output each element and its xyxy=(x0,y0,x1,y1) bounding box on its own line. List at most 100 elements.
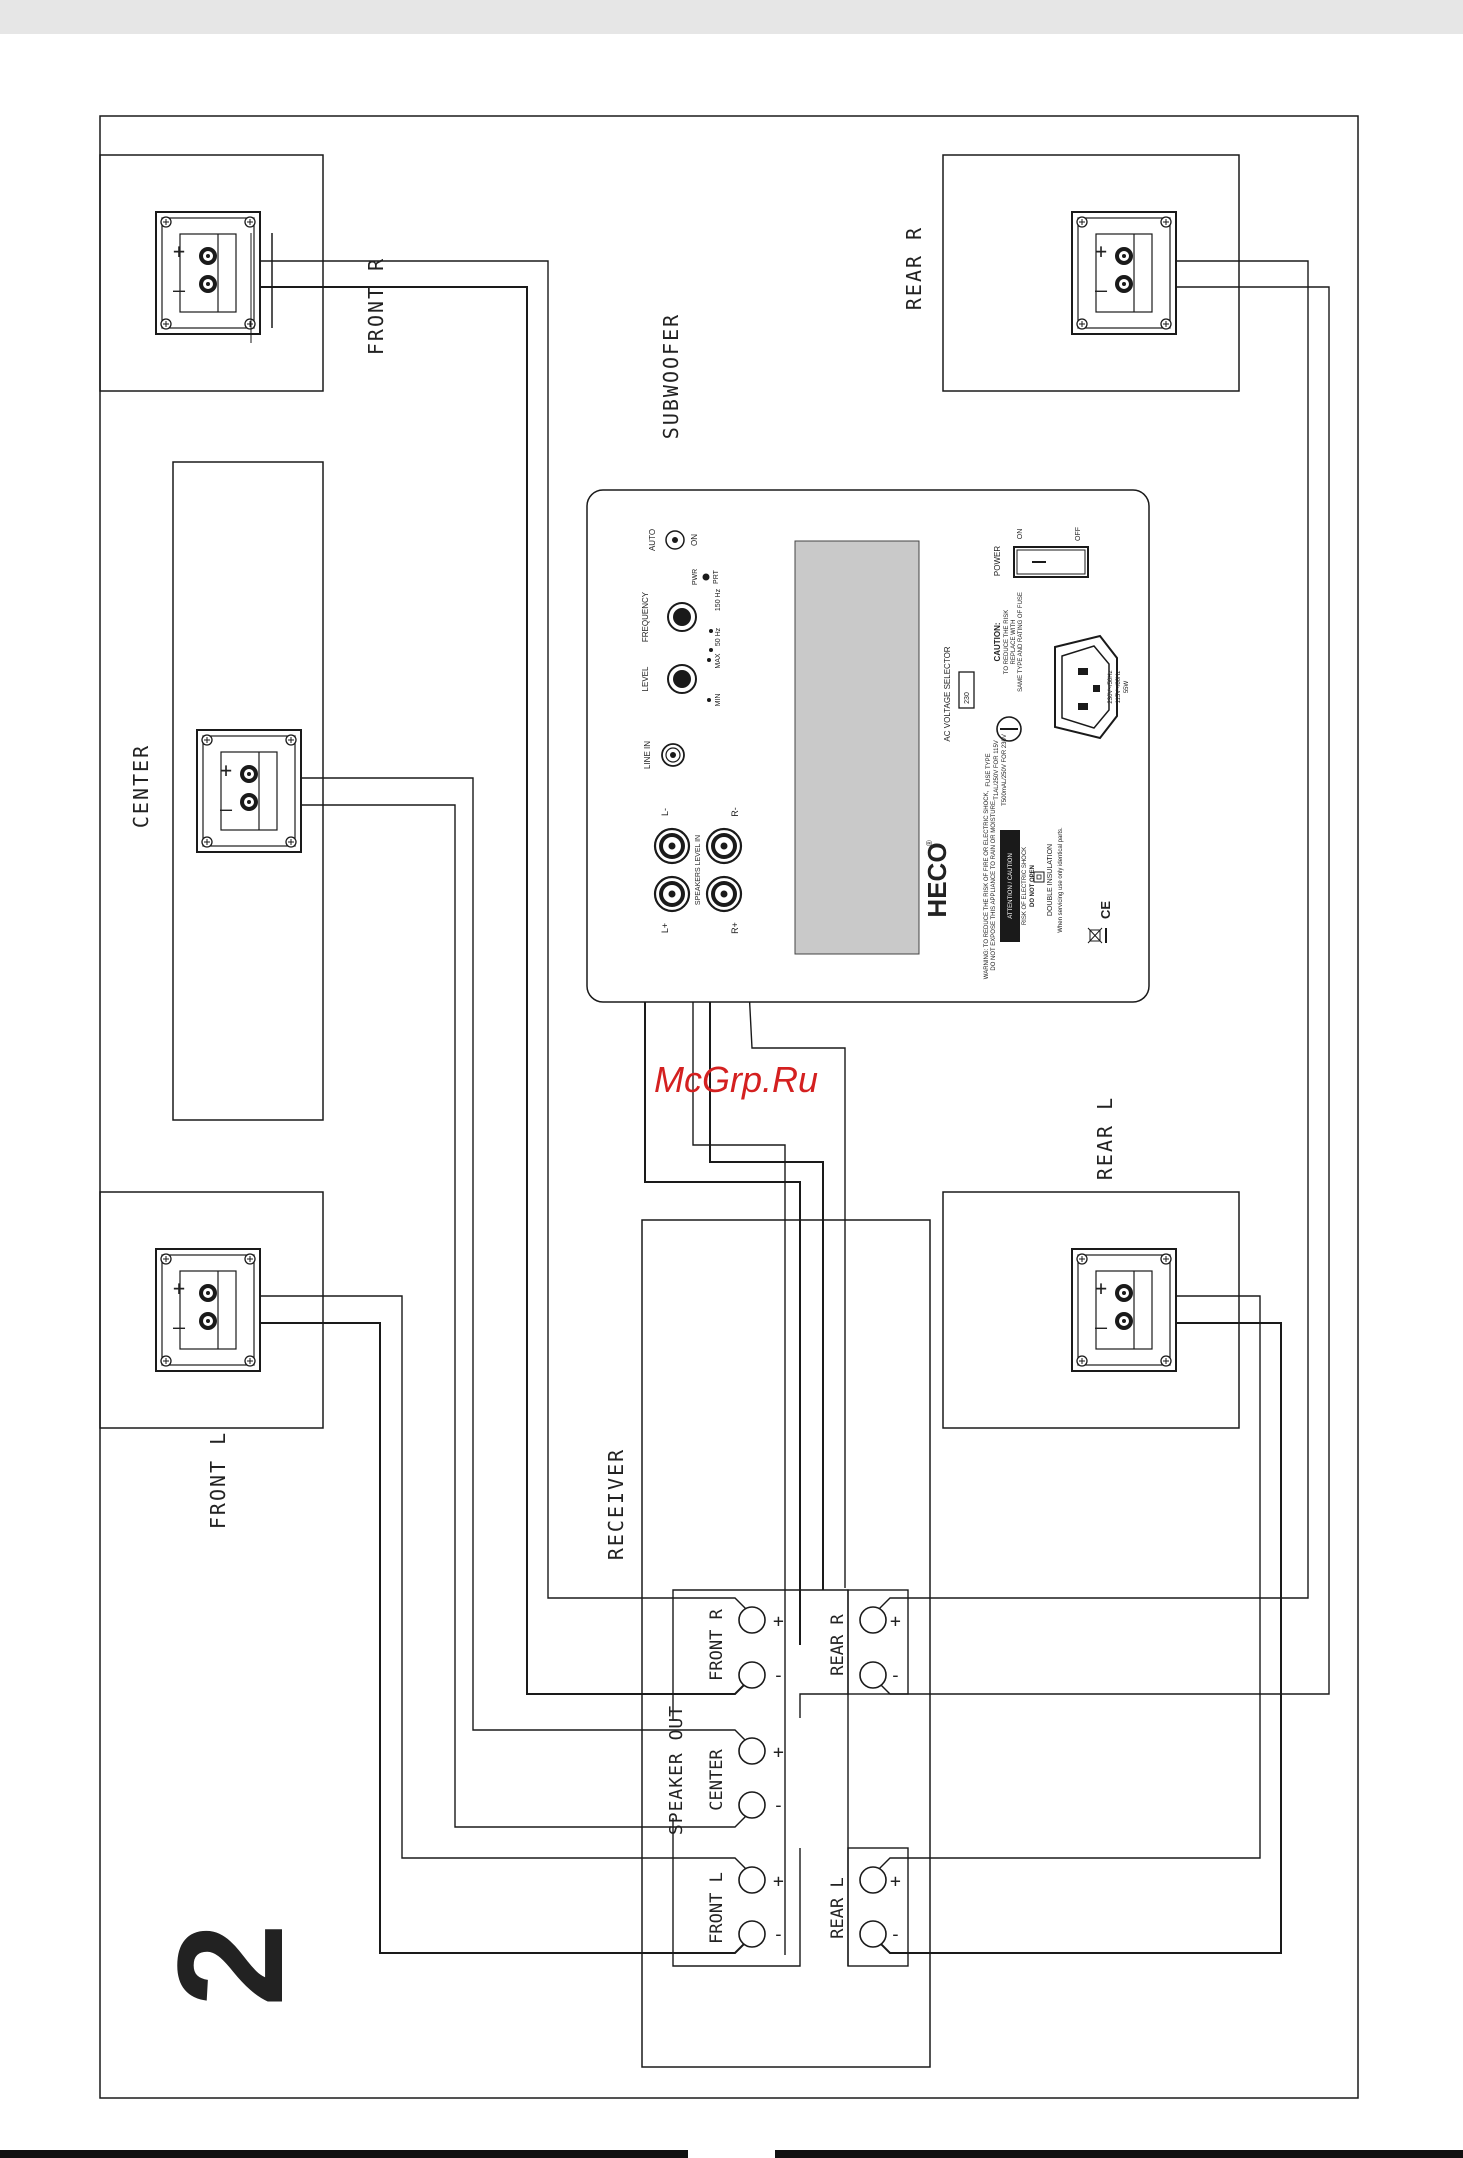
rx-center-plus[interactable] xyxy=(738,1737,766,1765)
rear-l-label: REAR L xyxy=(1093,1096,1117,1180)
fuse-holder xyxy=(996,716,1022,742)
svg-text:+: + xyxy=(773,1871,784,1892)
svg-text:®: ® xyxy=(925,840,934,846)
svg-text:L+: L+ xyxy=(660,923,670,933)
wire-rear-l-minus xyxy=(869,1322,1282,1954)
svg-text:PRT: PRT xyxy=(713,569,720,584)
front-l-minus-sign: – xyxy=(173,1315,186,1339)
wire-front-l-minus xyxy=(217,1322,756,1954)
front-l-plus-sign: + xyxy=(173,1276,185,1300)
svg-text:ON: ON xyxy=(690,534,699,546)
wire-center-plus xyxy=(265,777,756,1751)
svg-text:FUSE TYPE: FUSE TYPE xyxy=(986,753,992,786)
rx-front-l-minus[interactable] xyxy=(738,1920,766,1948)
speaker-front-r: + – FRONT R xyxy=(99,154,388,392)
rx-rear-l-plus[interactable] xyxy=(859,1866,887,1894)
jack-l-plus[interactable] xyxy=(653,875,691,913)
wire-rear-r-plus xyxy=(869,260,1309,1619)
rx-rear-l-minus[interactable] xyxy=(859,1920,887,1948)
frequency-knob[interactable] xyxy=(667,602,697,632)
line-in-jack[interactable] xyxy=(661,743,685,767)
svg-text:55W: 55W xyxy=(1124,680,1130,693)
receiver-rear-r-label: REAR R xyxy=(828,1614,848,1676)
svg-text:POWER: POWER xyxy=(993,546,1002,576)
wire-front-l-plus xyxy=(217,1295,756,1879)
svg-text:50 Hz: 50 Hz xyxy=(715,627,722,646)
svg-text:R+: R+ xyxy=(730,922,740,934)
voltage-selector[interactable] xyxy=(958,671,975,709)
power-switch[interactable] xyxy=(1013,546,1089,578)
svg-text:+: + xyxy=(773,1611,784,1632)
svg-text:FREQUENCY: FREQUENCY xyxy=(641,591,650,642)
rx-front-r-plus[interactable] xyxy=(738,1606,766,1634)
rx-rear-r-minus[interactable] xyxy=(859,1661,887,1689)
svg-text:HECO: HECO xyxy=(922,842,952,917)
svg-text:DOUBLE INSULATION: DOUBLE INSULATION xyxy=(1047,844,1054,916)
receiver-front-l-label: FRONT L xyxy=(707,1872,727,1944)
svg-text:TO REDUCE THE RISK: TO REDUCE THE RISK xyxy=(1004,610,1010,674)
speaker-rear-r: + – REAR R xyxy=(902,154,1240,392)
weee-icon xyxy=(1087,927,1107,944)
svg-text:SAME TYPE AND RATING OF FUSE: SAME TYPE AND RATING OF FUSE xyxy=(1018,592,1024,692)
svg-text:-: - xyxy=(890,1665,901,1686)
svg-text:When servicing use only identi: When servicing use only identical parts. xyxy=(1058,827,1064,933)
svg-text:115V~/60Hz: 115V~/60Hz xyxy=(1116,671,1122,704)
svg-text:LINE IN: LINE IN xyxy=(643,741,652,769)
svg-text:ON: ON xyxy=(1017,529,1024,540)
rx-front-l-plus[interactable] xyxy=(738,1866,766,1894)
receiver-label: RECEIVER xyxy=(604,1448,628,1560)
svg-text:+: + xyxy=(890,1871,901,1892)
receiver-center-label: CENTER xyxy=(707,1749,727,1811)
receiver: RECEIVER SPEAKER OUT FRONT R CENTER FRON… xyxy=(604,1219,931,2068)
subwoofer-panel: AUTO ON PWR PRT FREQUENCY 150 Hz 50 Hz L… xyxy=(586,489,1150,1003)
svg-text:LEVEL: LEVEL xyxy=(641,666,650,691)
outer-frame xyxy=(99,115,1359,2099)
svg-text:RISK OF ELECTRIC SHOCK: RISK OF ELECTRIC SHOCK xyxy=(1022,847,1028,925)
rear-l-minus-sign: – xyxy=(1095,1315,1108,1339)
heco-logo: HECO ® xyxy=(922,840,952,918)
svg-text:150 Hz: 150 Hz xyxy=(715,588,722,611)
front-r-label: FRONT R xyxy=(364,257,388,355)
watermark: McGrp.Ru xyxy=(654,1059,818,1100)
svg-text:+: + xyxy=(773,1742,784,1763)
bottom-rule-left xyxy=(0,2150,688,2158)
mains-inlet xyxy=(1054,634,1118,740)
svg-text:OFF: OFF xyxy=(1075,527,1082,541)
jack-l-minus[interactable] xyxy=(653,827,691,865)
subwoofer-label: SUBWOOFER xyxy=(659,313,683,439)
rear-r-label: REAR R xyxy=(902,226,926,310)
center-minus-sign: – xyxy=(220,797,233,821)
wire-rear-r-minus xyxy=(869,286,1330,1695)
rx-front-r-minus[interactable] xyxy=(738,1661,766,1689)
svg-text:+: + xyxy=(890,1611,901,1632)
svg-text:-: - xyxy=(773,1924,784,1945)
speaker-wires xyxy=(217,260,1330,1955)
svg-text:MIN: MIN xyxy=(715,694,722,707)
svg-text:R-: R- xyxy=(730,807,740,817)
level-knob[interactable] xyxy=(667,664,697,694)
jack-r-minus[interactable] xyxy=(705,827,743,865)
svg-text:-: - xyxy=(773,1795,784,1816)
page-number: 2 xyxy=(146,1923,314,2006)
ce-mark: CE xyxy=(1098,901,1113,919)
front-r-plus-sign: + xyxy=(173,239,185,263)
svg-text:230: 230 xyxy=(964,692,971,704)
svg-text:CAUTION:: CAUTION: xyxy=(993,622,1002,661)
rx-rear-r-plus[interactable] xyxy=(859,1606,887,1634)
rx-center-minus[interactable] xyxy=(738,1791,766,1819)
svg-text:230V~/50Hz: 230V~/50Hz xyxy=(1108,670,1114,703)
jack-r-plus[interactable] xyxy=(705,875,743,913)
wire-front-r-minus xyxy=(217,286,756,1695)
receiver-rear-l-label: REAR L xyxy=(828,1877,848,1938)
svg-text:-: - xyxy=(890,1924,901,1945)
speaker-rear-l: + – REAR L xyxy=(942,1096,1240,1429)
svg-text:WARNING: TO REDUCE THE RISK OF: WARNING: TO REDUCE THE RISK OF FIRE OR E… xyxy=(984,790,990,979)
svg-text:MAX: MAX xyxy=(715,653,722,669)
svg-text:REPLACE WITH: REPLACE WITH xyxy=(1011,619,1017,664)
speaker-out-label: SPEAKER OUT xyxy=(666,1705,687,1835)
svg-text:T500mAL/250V FOR 230V: T500mAL/250V FOR 230V xyxy=(1002,734,1008,806)
top-band xyxy=(0,0,1463,34)
svg-text:SPEAKERS LEVEL IN: SPEAKERS LEVEL IN xyxy=(695,835,702,905)
speaker-front-l: + – FRONT L xyxy=(99,1191,324,1529)
